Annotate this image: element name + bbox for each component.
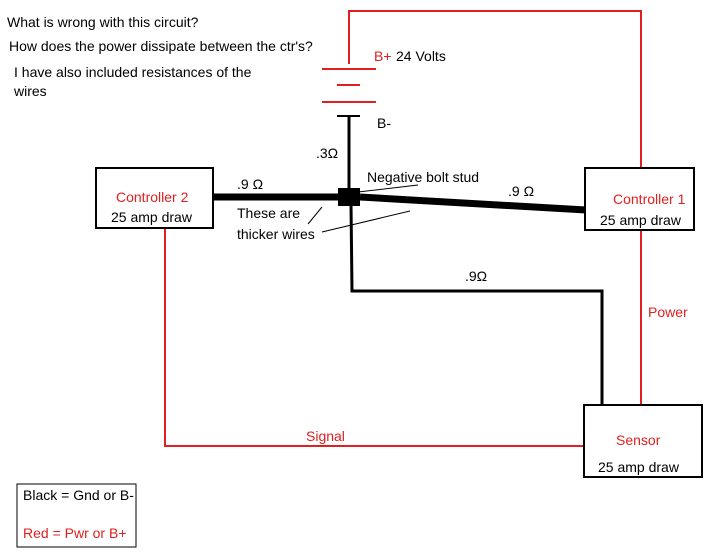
thick-note-pointer-1: [307, 206, 323, 225]
thick-wire-note-line-2: thicker wires: [237, 226, 315, 242]
sensor-wire-resistance: .9Ω: [465, 268, 487, 284]
sensor-box: [583, 404, 703, 478]
battery-symbol: [322, 68, 376, 117]
signal-wire: [164, 228, 584, 447]
thick-wire-controller1: [359, 193, 587, 214]
battery-voltage-label: 24 Volts: [396, 48, 446, 64]
battery-negative-label: B-: [377, 115, 391, 131]
battery-wire-resistance: .3Ω: [316, 145, 338, 161]
legend-red: Red = Pwr or B+: [23, 525, 127, 541]
controller1-draw: 25 amp draw: [600, 212, 682, 228]
right-wire-resistance: .9 Ω: [508, 183, 534, 199]
sensor-name: Sensor: [616, 432, 661, 448]
negative-bolt-label: Negative bolt stud: [367, 169, 479, 185]
sensor-draw: 25 amp draw: [598, 459, 680, 475]
controller2-box: [95, 167, 214, 229]
thick-note-pointer-2: [321, 210, 411, 233]
signal-label: Signal: [306, 428, 345, 444]
question-line-3: I have also included resistances of the: [14, 64, 252, 80]
battery-positive-wire: [348, 10, 642, 195]
left-wire-resistance: .9 Ω: [237, 176, 263, 192]
controller1-name: Controller 1: [613, 191, 686, 207]
legend-black: Black = Gnd or B-: [23, 487, 134, 503]
sensor-ground-wire: [349, 203, 604, 407]
controller1-box: [584, 167, 695, 231]
legend-box: [16, 483, 137, 548]
power-label: Power: [648, 304, 688, 320]
bolt-pointer-line: [357, 184, 419, 193]
question-line-4: wires: [13, 83, 47, 99]
negative-bolt-stud: [338, 188, 360, 206]
question-line-2: How does the power dissipate between the…: [9, 38, 313, 54]
controller2-name: Controller 2: [116, 189, 189, 205]
battery-positive-label: B+: [374, 48, 392, 64]
question-line-1: What is wrong with this circuit?: [7, 14, 199, 30]
thick-wire-note-line-1: These are: [237, 205, 300, 221]
controller2-draw: 25 amp draw: [111, 209, 193, 225]
